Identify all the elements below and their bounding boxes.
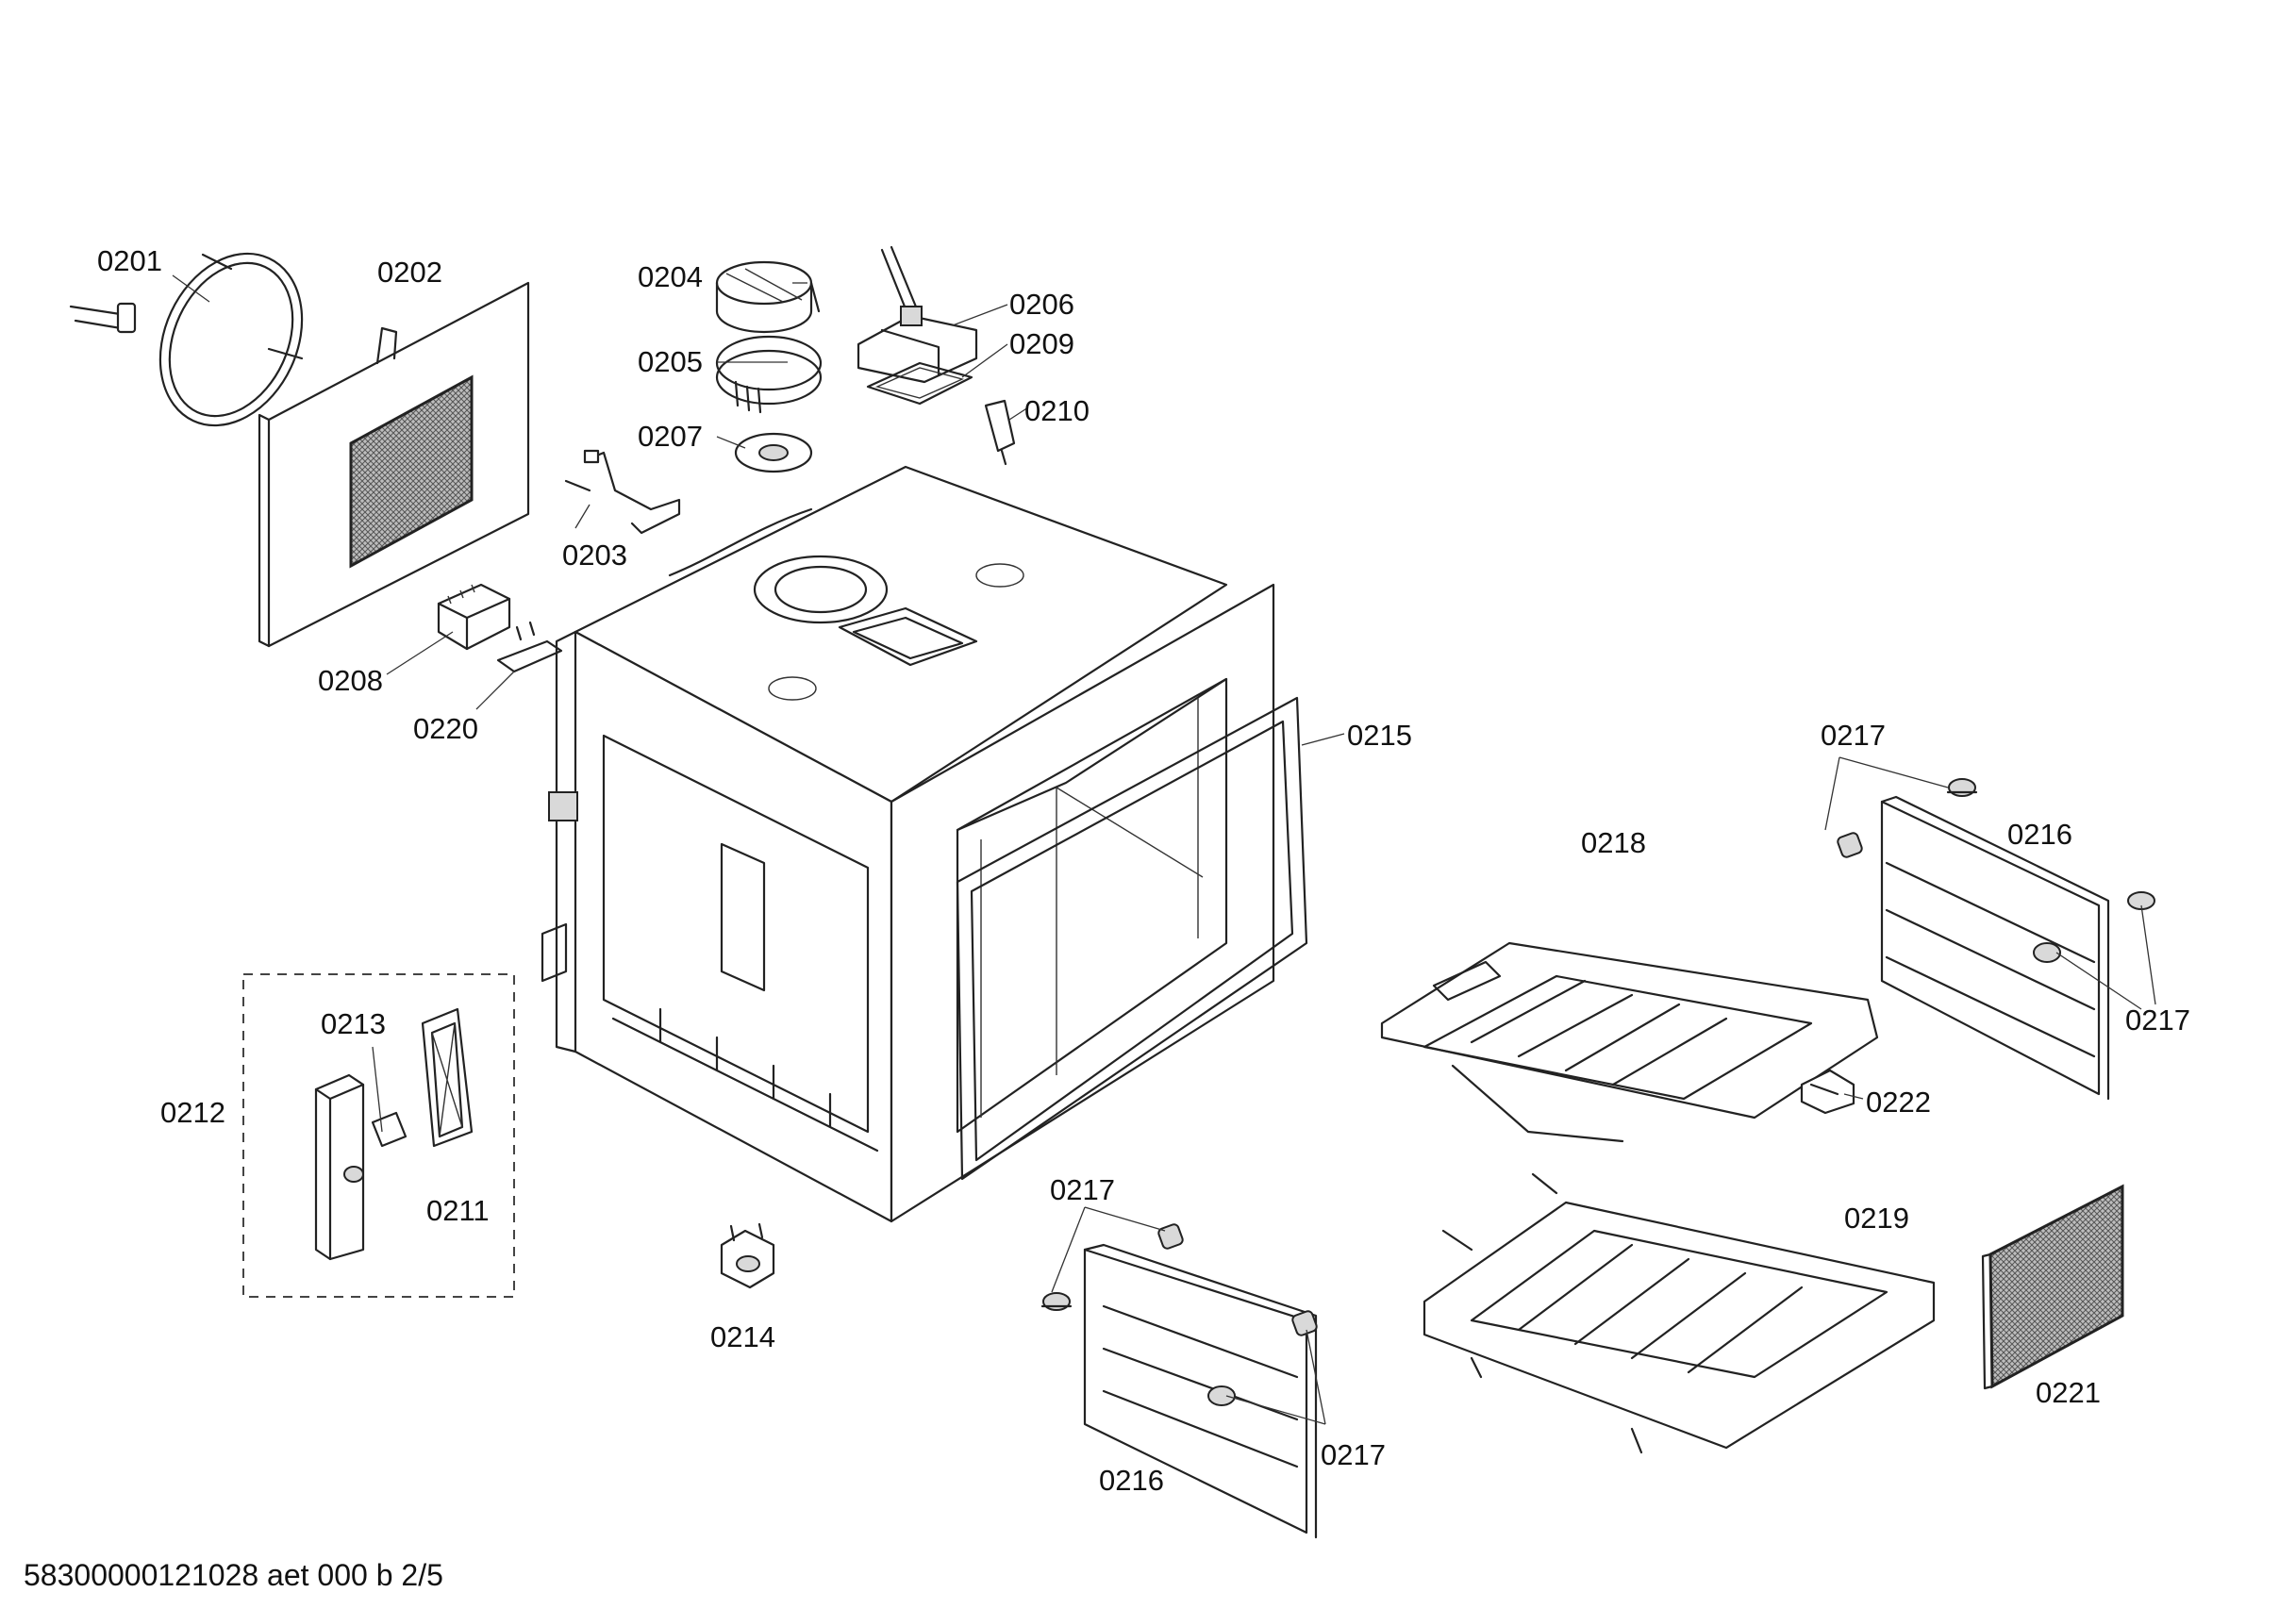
label-0219: 0219 [1844, 1202, 1909, 1235]
part-0204-fan-band [715, 260, 821, 334]
part-0218-grill-element [1380, 941, 1879, 1143]
label-0212: 0212 [160, 1096, 225, 1129]
label-0217-top-right: 0217 [1821, 719, 1886, 752]
label-0201: 0201 [97, 244, 162, 277]
label-0202: 0202 [377, 256, 442, 289]
label-0220: 0220 [413, 712, 478, 745]
label-0217-right: 0217 [2125, 1004, 2190, 1037]
part-0216-shelf-support-left [1083, 1243, 1318, 1539]
part-0216-shelf-support-right [1880, 795, 2110, 1101]
part-0215-door-gasket [956, 696, 1308, 1181]
part-0203-sensor-bracket [564, 449, 681, 535]
label-0206: 0206 [1009, 288, 1074, 321]
oven-cavity [541, 465, 1275, 1223]
part-0208-switch [437, 583, 511, 651]
part-0214-thermostat [720, 1222, 775, 1289]
label-0216-left: 0216 [1099, 1464, 1164, 1497]
label-0210: 0210 [1024, 394, 1090, 427]
part-0205-fan-ring [715, 335, 823, 414]
leader-lines [172, 274, 2156, 1425]
part-0220-lamp-cover [496, 621, 563, 673]
part-0201-circular-heater [69, 252, 304, 427]
label-0217-bottom-left: 0217 [1050, 1173, 1115, 1206]
part-0210-lamp-socket [984, 399, 1016, 466]
part-labels: 0201 0202 0203 0204 0205 0206 0207 0208 … [97, 244, 2190, 1497]
label-0218: 0218 [1581, 826, 1646, 859]
label-0211: 0211 [426, 1194, 490, 1227]
label-0204: 0204 [638, 260, 703, 293]
label-0221: 0221 [2036, 1376, 2101, 1409]
label-0209: 0209 [1009, 327, 1074, 360]
part-0219-lower-element [1423, 1172, 1936, 1454]
label-0215: 0215 [1347, 719, 1412, 752]
part-0222-bracket [1800, 1069, 1855, 1115]
part-0209-motor-gasket [866, 361, 973, 406]
label-0208: 0208 [318, 664, 383, 697]
part-0202-back-panel [258, 281, 530, 648]
label-0216-right: 0216 [2007, 818, 2072, 851]
part-0207-fan-wheel [734, 432, 813, 473]
label-0205: 0205 [638, 345, 703, 378]
label-0213: 0213 [321, 1007, 386, 1040]
label-0217-bottom: 0217 [1321, 1438, 1386, 1471]
label-0203: 0203 [562, 539, 627, 572]
label-0214: 0214 [710, 1320, 775, 1353]
label-0207: 0207 [638, 420, 703, 453]
part-0206-fan-motor [857, 245, 978, 384]
group-0212-door-lock [242, 973, 515, 1298]
label-0222: 0222 [1866, 1086, 1931, 1119]
document-id: 58300000121028 aet 000 b 2/5 [24, 1558, 443, 1592]
part-0221-filter-grille [1981, 1184, 2124, 1390]
